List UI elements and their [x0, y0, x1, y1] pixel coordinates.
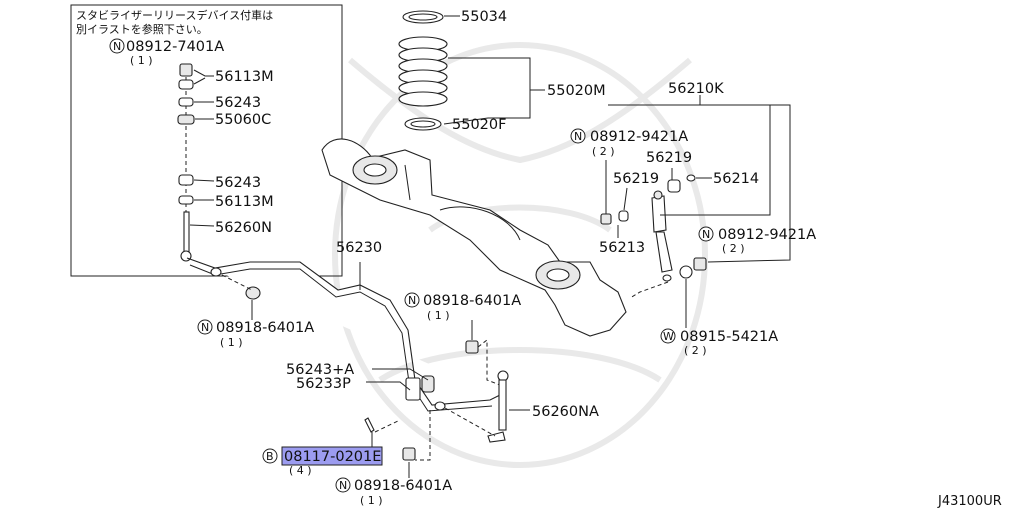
qty-left: ( 1 ) — [220, 336, 243, 349]
label-56213: 56213 — [599, 240, 645, 256]
label-56243-b: 56243 — [215, 175, 261, 191]
label-55034: 55034 — [461, 9, 507, 25]
label-56113M-a: 56113M — [215, 69, 274, 85]
stabilizer-bar — [186, 257, 501, 412]
qty-mid: ( 1 ) — [427, 309, 450, 322]
w-circle-icon — [660, 328, 676, 344]
b-prefix: B — [266, 450, 274, 463]
label-55020M: 55020M — [547, 83, 606, 99]
n-circle-icon — [197, 319, 213, 335]
qty-w: ( 2 ) — [684, 344, 707, 357]
label-56260NA: 56260NA — [532, 404, 599, 420]
label-08912-9421A-right: 08912-9421A — [718, 227, 816, 243]
n-circle-icon — [698, 226, 714, 242]
n-prefix: N — [408, 294, 416, 307]
label-08117-0201E[interactable]: 08117-0201E — [284, 449, 381, 465]
label-08912-9421A-top: 08912-9421A — [590, 129, 688, 145]
qty-top: ( 2 ) — [592, 145, 615, 158]
label-56214: 56214 — [713, 171, 759, 187]
w-prefix: W — [663, 330, 674, 343]
label-56260N: 56260N — [215, 220, 272, 236]
label-08918-6401A-left: 08918-6401A — [216, 320, 314, 336]
watermark-emblem — [332, 42, 708, 468]
n-prefix: N — [339, 479, 347, 492]
n-prefix: N — [113, 40, 121, 53]
shock-absorber — [651, 190, 673, 282]
label-56230: 56230 — [336, 240, 382, 256]
inset-leaders — [189, 69, 215, 227]
label-08915-5421A: 08915-5421A — [680, 329, 778, 345]
coil-spring — [398, 10, 448, 131]
note-line2: 別イラストを参照下さい。 — [76, 22, 208, 36]
label-08912-7401A: 08912-7401A — [126, 39, 224, 55]
diagram-code: J43100UR — [937, 494, 1002, 509]
label-08918-6401A-bottom: 08918-6401A — [354, 478, 452, 494]
n-circle-icon — [404, 292, 420, 308]
label-08918-6401A-mid: 08918-6401A — [423, 293, 521, 309]
label-55020F: 55020F — [452, 117, 506, 133]
n-prefix: N — [201, 321, 209, 334]
n-circle-icon — [109, 38, 125, 54]
label-55060C: 55060C — [215, 112, 271, 128]
bolt — [364, 417, 401, 433]
n-circle-icon — [335, 477, 351, 493]
b-circle-icon — [262, 448, 278, 464]
label-56233P: 56233P — [296, 376, 351, 392]
note-line1: スタビライザーリリースデバイス付車は — [76, 8, 273, 22]
label-56113M-b: 56113M — [215, 194, 274, 210]
qty-bottom: ( 1 ) — [360, 494, 383, 507]
inset-parts — [177, 63, 195, 262]
n-prefix: N — [702, 228, 710, 241]
rear-axle-housing — [321, 138, 627, 337]
n-prefix: N — [574, 130, 582, 143]
label-56243A: 56243+A — [286, 362, 354, 378]
label-56243-a: 56243 — [215, 95, 261, 111]
highlight-08117-0201E — [281, 446, 383, 466]
qty-right: ( 2 ) — [722, 242, 745, 255]
n-circle-icon — [570, 128, 586, 144]
qty-box: ( 1 ) — [130, 54, 153, 67]
label-56210K: 56210K — [668, 81, 724, 97]
label-56219-a: 56219 — [646, 150, 692, 166]
label-56219-b: 56219 — [613, 171, 659, 187]
link-rod — [487, 370, 509, 443]
qty-4: ( 4 ) — [289, 464, 312, 477]
